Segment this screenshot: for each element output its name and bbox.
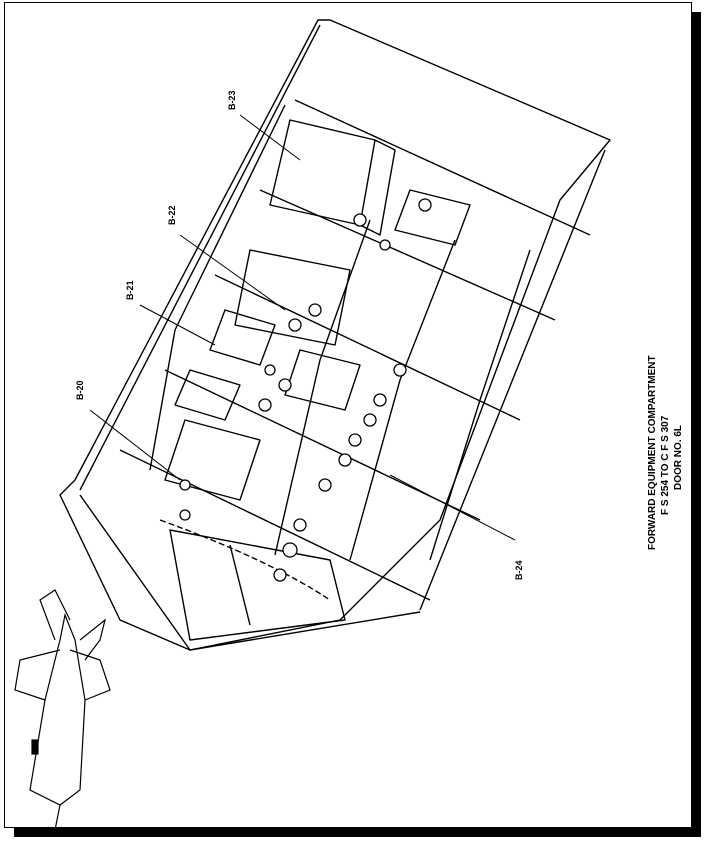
longeron-3: [349, 239, 456, 561]
connector: [258, 398, 272, 412]
leader-b24: [389, 474, 516, 541]
connector: [308, 303, 322, 317]
floor-panel-2: [229, 544, 251, 626]
connector: [379, 239, 391, 251]
box-b21b: [174, 369, 241, 421]
longeron-1: [149, 104, 286, 471]
rib-3: [214, 274, 521, 421]
connector: [353, 213, 367, 227]
connector: [293, 518, 307, 532]
connector: [318, 478, 332, 492]
box-b23: [269, 119, 376, 226]
rib-1: [119, 449, 431, 601]
callout-b20: B-20: [75, 380, 85, 400]
connector: [179, 509, 191, 521]
leader-b23: [239, 114, 301, 161]
box-b21: [209, 309, 276, 366]
caption-line1: FORWARD EQUIPMENT COMPARTMENT: [647, 355, 658, 550]
frame-shadow-bottom: [14, 828, 701, 837]
connector: [264, 364, 276, 376]
frame-shadow-right: [692, 12, 701, 836]
connector: [348, 433, 362, 447]
connector: [282, 542, 298, 558]
callout-b24: B-24: [514, 560, 524, 580]
caption-line2: F S 254 TO C F S 307: [660, 415, 671, 515]
leader-b20: [89, 409, 181, 481]
connector: [288, 318, 302, 332]
box-mid: [284, 349, 361, 411]
callout-b21: B-21: [125, 280, 135, 300]
leader-b21: [139, 304, 216, 346]
box-right: [394, 189, 471, 246]
connector: [393, 363, 407, 377]
rib-4: [259, 189, 556, 321]
callout-b22: B-22: [167, 205, 177, 225]
compartment-frame-right: [419, 149, 606, 611]
box-b20: [164, 419, 261, 501]
callout-b23: B-23: [227, 90, 237, 110]
connector: [418, 198, 432, 212]
leader-b22: [179, 234, 286, 311]
longeron-4: [429, 249, 531, 561]
connector: [273, 568, 287, 582]
rib-5: [294, 99, 591, 236]
compartment-floor-edge: [79, 494, 421, 651]
connector: [363, 413, 377, 427]
caption-line3: DOOR NO. 6L: [673, 425, 684, 490]
longeron-2: [274, 219, 371, 556]
connector: [373, 393, 387, 407]
compartment-frame-left: [79, 24, 321, 491]
box-b22: [234, 249, 351, 346]
box-b23-side: [359, 139, 396, 236]
connector: [278, 378, 292, 392]
connector: [338, 453, 352, 467]
aircraft-locator-icon: [14, 589, 111, 831]
floor-curve: [159, 519, 331, 601]
compartment-outline: [59, 19, 611, 651]
connector: [179, 479, 191, 491]
